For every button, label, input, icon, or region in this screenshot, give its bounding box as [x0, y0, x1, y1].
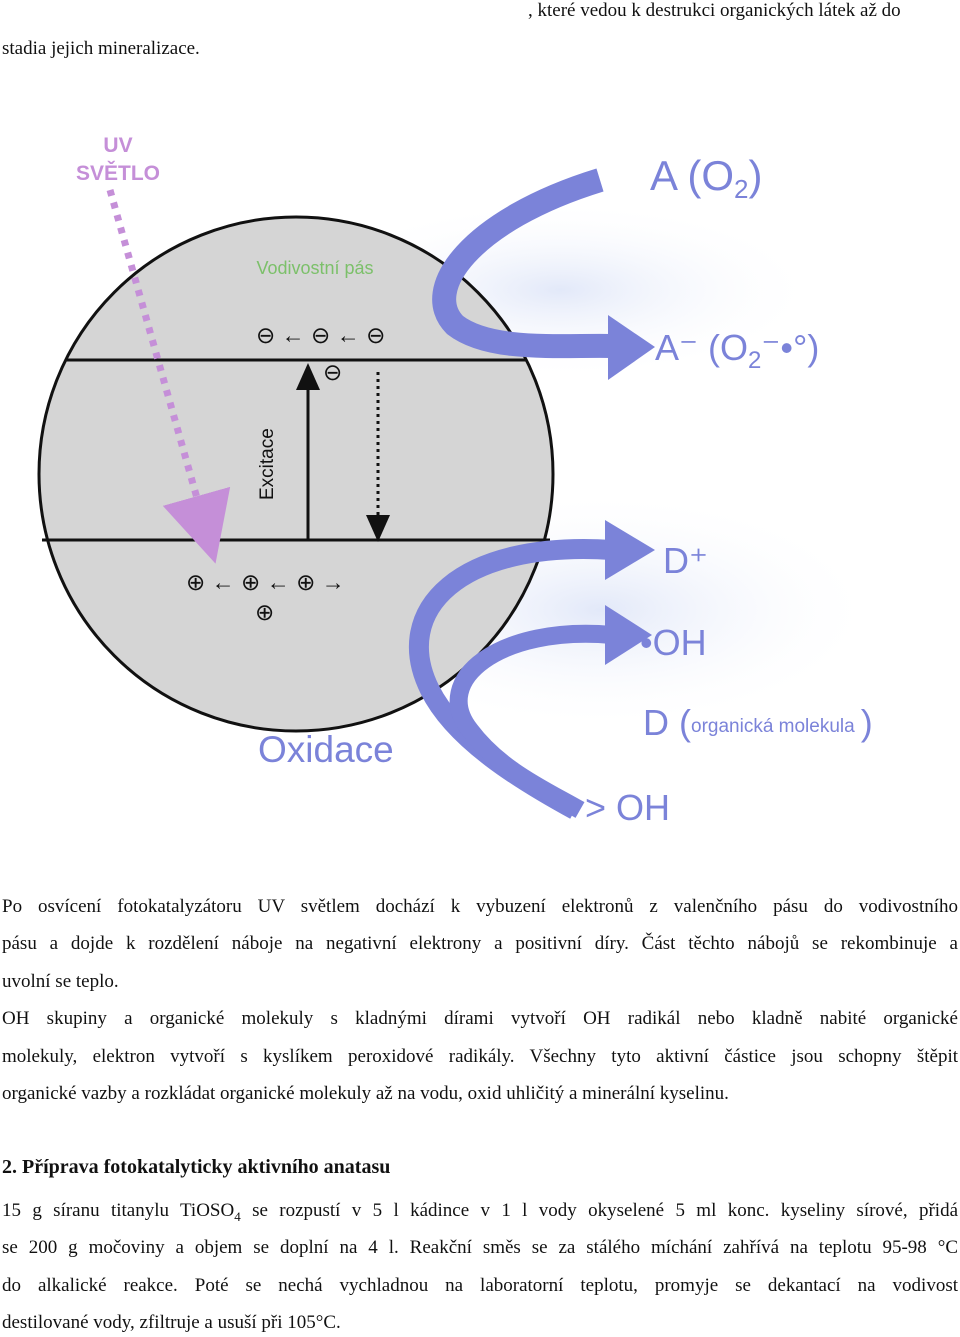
- uv-label-2: SVĚTLO: [76, 161, 160, 185]
- oh-radical-label: •OH: [640, 622, 707, 663]
- acceptor-arrowhead: [608, 315, 655, 380]
- section-line-3: do alkalické reakce. Poté se nechá vychl…: [2, 1275, 958, 1296]
- electron-single: ⊖: [323, 359, 342, 385]
- catalyst-particle: [37, 215, 555, 733]
- section-heading: 2. Příprava fotokatalyticky aktivního an…: [2, 1156, 391, 1178]
- paragraph-2-line-2: molekuly, elektron vytvoří s kyslíkem pe…: [2, 1046, 958, 1067]
- reduced-acceptor-label: A⁻ (O2⁻•°): [655, 327, 819, 374]
- donor-label: D (organická molekula): [643, 702, 873, 743]
- section-line-4: destilované vody, zfiltruje a usuší při …: [2, 1312, 341, 1333]
- oxidation-label: Oxidace: [258, 729, 394, 770]
- conduction-band-label: Vodivostní pás: [256, 258, 373, 278]
- intro-line-1: , které vedou k destrukci organických lá…: [528, 0, 901, 21]
- uv-label-1: UV: [103, 134, 132, 157]
- photocatalysis-diagram: UV SVĚTLO Vodivostní pás Excitace ⊖ ← ⊖ …: [37, 134, 880, 828]
- donor-cation-label: D⁺: [663, 540, 708, 581]
- acceptor-label: A (O2): [650, 152, 763, 204]
- paragraph-2-line-3: organické vazby a rozkládat organické mo…: [2, 1083, 729, 1104]
- intro-line-2: stadia jejich mineralizace.: [2, 38, 200, 59]
- electron-row: ⊖ ← ⊖ ← ⊖: [256, 322, 385, 348]
- donor-arrowhead: [605, 520, 655, 580]
- paragraph-1-line-2: pásu a dojde k rozdělení náboje na negat…: [2, 933, 958, 954]
- paragraph-2-line-1: OH skupiny a organické molekuly s kladný…: [2, 1008, 958, 1029]
- oh-flow-arrow: [449, 624, 613, 818]
- excitation-label: Excitace: [257, 428, 278, 500]
- paragraph-1-line-3: uvolní se teplo.: [2, 971, 119, 992]
- section-line-2: se 200 g močoviny a objem se doplní na 4…: [2, 1237, 958, 1258]
- acceptor-flow-arrow: [432, 168, 613, 359]
- oh-arrowhead: [605, 605, 652, 665]
- paragraph-1-line-1: Po osvícení fotokatalyzátoru UV světlem …: [2, 896, 958, 917]
- hole-single: ⊕: [255, 599, 274, 625]
- section-line-1: 15 g síranu titanylu TiOSO4 se rozpustí …: [2, 1200, 958, 1224]
- surface-oh-label: > OH: [585, 787, 670, 828]
- hole-row: ⊕ ← ⊕ ← ⊕ →: [186, 569, 345, 595]
